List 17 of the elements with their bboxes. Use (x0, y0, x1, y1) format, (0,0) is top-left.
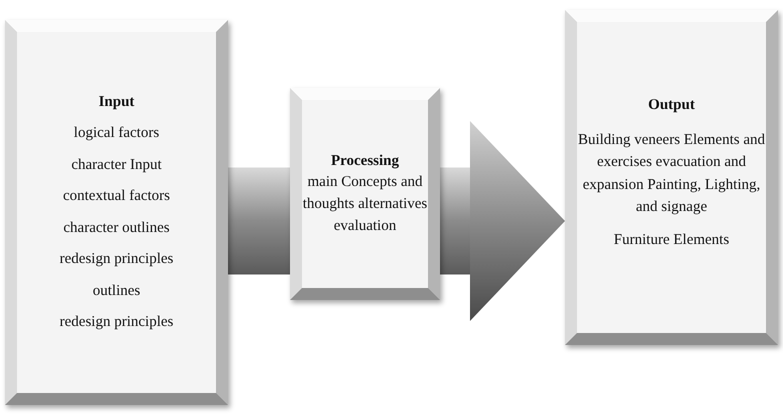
panel-text: contextual factors (62, 187, 170, 206)
panel-text: Building veneers Elements and exercises evacuation and expansion Painting, Lighting, and signage (577, 130, 766, 217)
block-arrow (440, 121, 565, 321)
panel-text: character Input (71, 156, 162, 174)
panel-text: Furniture Elements (614, 230, 730, 250)
bevel-panel (5, 20, 228, 405)
panel-text: main Concepts and thoughts alternatives evaluation (302, 173, 428, 236)
panel-text: redesign principles (60, 313, 174, 332)
panel-text: redesign principles (60, 250, 174, 269)
panel-text: logical factors (74, 124, 160, 143)
panel-text: outlines (92, 282, 140, 300)
panel-heading: Output (648, 96, 695, 115)
panel-heading: Input (98, 92, 134, 112)
panel-text: character outlines (63, 218, 170, 238)
panel-heading: Processing (330, 152, 400, 170)
bevel-panel (565, 10, 778, 345)
bevel-panel (290, 88, 440, 300)
